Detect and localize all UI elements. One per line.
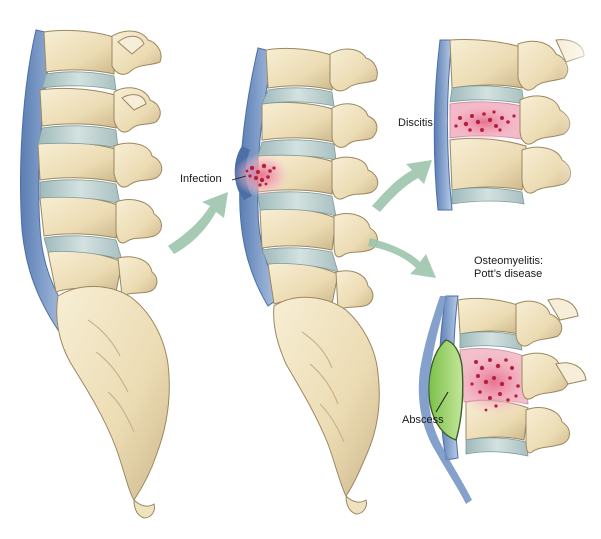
- anterior-ligament: [433, 39, 453, 211]
- intervertebral-discs: [257, 87, 339, 273]
- infection-focus: [454, 110, 516, 132]
- curved-arrow-icon: [372, 160, 432, 212]
- infection-pointer: [231, 175, 247, 181]
- coccyx: [345, 494, 367, 515]
- sacrum: [56, 286, 170, 501]
- sacral-detail: [301, 331, 345, 443]
- infection-focus: [470, 358, 520, 412]
- infection-focus: [245, 163, 276, 187]
- posterior-processes: [329, 48, 379, 311]
- curved-arrow-icon: [168, 192, 228, 254]
- discitis-panel: [433, 30, 600, 220]
- abscess-label: Abscess: [402, 414, 444, 426]
- intervertebral-discs: [449, 85, 525, 205]
- discitis-label: Discitis: [398, 117, 433, 129]
- posterior-processes: [517, 39, 585, 194]
- posterior-processes: [111, 30, 163, 297]
- panel-fade: [559, 30, 600, 220]
- coccyx: [133, 498, 155, 519]
- infection-glow: [444, 102, 524, 142]
- abscess-pointer: [435, 391, 449, 413]
- potts-disease-label: Pott’s disease: [474, 268, 543, 280]
- normal-spine: [20, 29, 170, 519]
- infected-spine: [234, 47, 380, 515]
- infection-label: Infection: [180, 173, 222, 185]
- sacrum: [273, 296, 380, 497]
- infection-glow: [234, 153, 290, 197]
- infection-glow: [450, 348, 538, 416]
- intervertebral-discs: [459, 331, 529, 457]
- ligament-outer: [418, 296, 472, 504]
- abscess: [428, 339, 464, 441]
- sacral-detail: [87, 319, 135, 433]
- osteomyelitis-label: Osteomyelitis:: [474, 255, 544, 267]
- vertebral-bodies: [37, 29, 123, 293]
- osteomyelitis-panel: [418, 295, 587, 504]
- curved-arrow-icon: [368, 238, 436, 278]
- posterior-processes: [515, 298, 587, 454]
